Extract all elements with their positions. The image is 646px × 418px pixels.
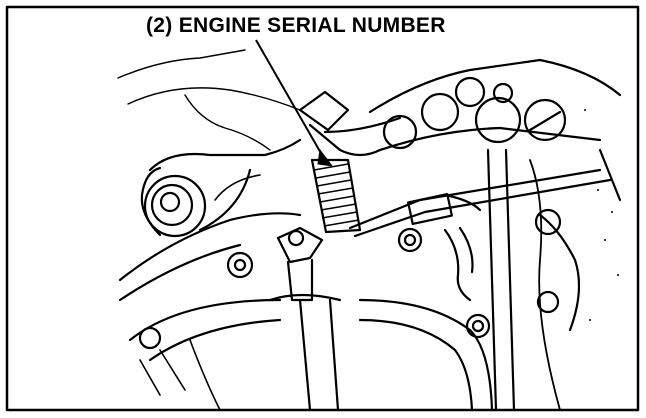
housing-edge bbox=[214, 174, 261, 201]
crankcase-contour bbox=[117, 49, 246, 79]
cover-bolt-center bbox=[233, 258, 247, 272]
serial-pad-hatching bbox=[313, 163, 360, 227]
cover-rim bbox=[358, 298, 494, 412]
side-plate bbox=[598, 148, 622, 202]
clamp-bracket bbox=[298, 90, 350, 132]
cover-bolt bbox=[138, 326, 162, 350]
shaft bbox=[298, 298, 312, 412]
side-plate bbox=[368, 58, 622, 114]
arm-bolt bbox=[534, 208, 562, 236]
hose bbox=[443, 228, 472, 302]
boss-outline bbox=[148, 138, 302, 172]
boss-ring bbox=[143, 174, 207, 238]
cover-rib bbox=[189, 339, 221, 411]
plate-slot bbox=[528, 110, 562, 132]
throttle-cable bbox=[348, 168, 602, 230]
plate-hole bbox=[492, 82, 514, 104]
crankcase-contour bbox=[127, 87, 301, 111]
plate-hole bbox=[523, 98, 567, 142]
arm-bolt bbox=[536, 290, 560, 314]
clamp-bracket bbox=[323, 116, 402, 134]
plate-hole bbox=[474, 96, 522, 144]
serial-pad bbox=[310, 158, 362, 234]
side-plate bbox=[378, 126, 602, 152]
linkage-arm bbox=[286, 258, 314, 302]
plate-hole bbox=[382, 114, 418, 150]
hose bbox=[458, 226, 474, 274]
shaft bbox=[328, 298, 340, 412]
figure-border bbox=[5, 5, 640, 412]
cover-rim bbox=[358, 318, 474, 412]
boss-bolt-head bbox=[150, 183, 194, 227]
support-rod bbox=[504, 148, 516, 412]
shaft-collar bbox=[268, 293, 342, 302]
cover-bolt-center bbox=[471, 319, 485, 333]
housing-edge bbox=[118, 212, 302, 282]
cover-rib bbox=[139, 349, 186, 396]
clamp-bracket bbox=[308, 123, 382, 157]
linkage-pin bbox=[287, 229, 305, 247]
support-rod bbox=[486, 148, 498, 412]
bracket-arm bbox=[538, 213, 581, 332]
cover-bolt-center bbox=[403, 233, 417, 247]
callout-arrowhead bbox=[317, 148, 334, 167]
housing-edge bbox=[118, 243, 242, 302]
cable-adjuster bbox=[443, 193, 482, 212]
linkage-arm bbox=[276, 226, 324, 264]
plate-hole bbox=[454, 76, 486, 108]
cover-rim bbox=[148, 318, 282, 362]
cover-bolt bbox=[226, 251, 254, 279]
cover-bolt bbox=[397, 227, 423, 253]
throttle-cable bbox=[353, 178, 612, 238]
callout-leader bbox=[255, 39, 327, 163]
callout-label: ENGINE SERIAL NUMBER bbox=[178, 14, 446, 37]
cover-bolt bbox=[465, 313, 491, 339]
crankcase-contour bbox=[184, 94, 271, 151]
support-rod bbox=[529, 159, 561, 411]
callout-number: (2) bbox=[146, 14, 173, 37]
boss-bolt-center bbox=[159, 191, 181, 213]
plate-hole bbox=[420, 92, 460, 132]
engine-serial-number-callout: (2) ENGINE SERIAL NUMBER bbox=[146, 14, 446, 38]
cable-adjuster bbox=[407, 192, 453, 226]
speckles bbox=[584, 109, 619, 321]
